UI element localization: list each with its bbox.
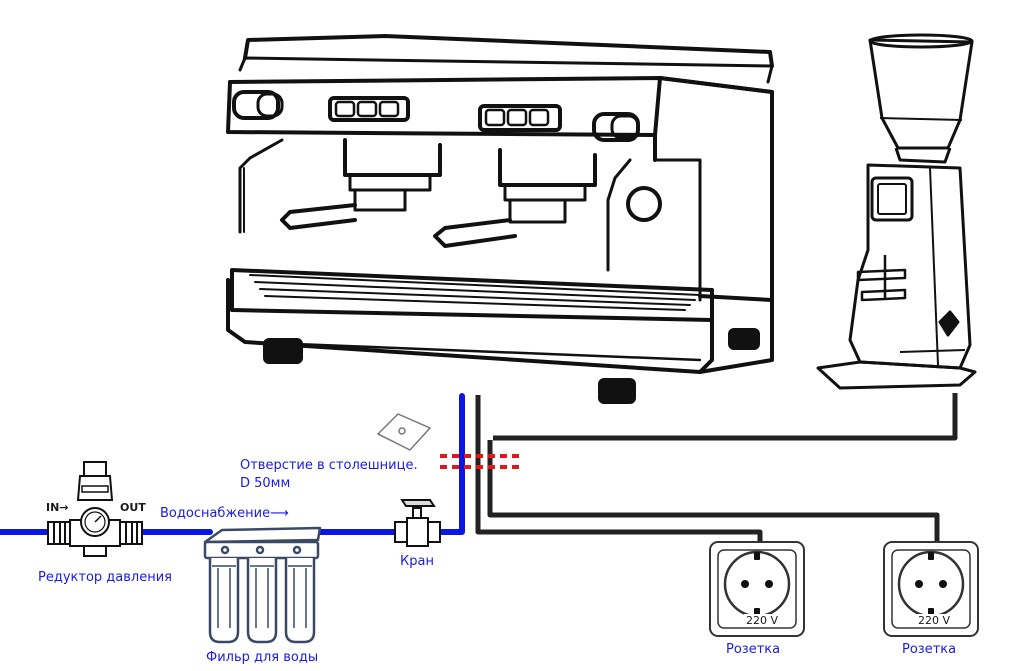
socket-left-voltage: 220 V — [744, 614, 781, 627]
water-supply-label: Водоснабжение⟶ — [160, 506, 289, 521]
socket-right-label: Розетка — [902, 642, 957, 657]
power-socket-icon — [883, 541, 979, 637]
coffee-grinder-icon — [816, 33, 977, 390]
reducer-in-label: IN→ — [46, 501, 69, 514]
ball-valve-icon — [394, 499, 441, 547]
socket-left-label: Розетка — [726, 642, 781, 657]
water-filter-label: Фильр для воды — [206, 650, 319, 665]
hole-template-icon — [376, 413, 432, 451]
socket-right-voltage: 220 V — [916, 614, 953, 627]
water-line — [0, 393, 465, 535]
countertop-hole-label-line2: D 50мм — [240, 476, 291, 491]
espresso-machine-icon — [226, 34, 774, 404]
reducer-out-label: OUT — [120, 501, 146, 514]
pressure-reducer-label: Редуктор давления — [38, 570, 172, 585]
power-cable — [475, 393, 958, 542]
water-filter-icon — [203, 526, 322, 644]
countertop-hole-marker — [440, 454, 522, 469]
pressure-reducer-icon — [47, 461, 143, 557]
tap-label: Кран — [400, 554, 434, 569]
countertop-hole-label-line1: Отверстие в столешнице. — [240, 458, 418, 473]
